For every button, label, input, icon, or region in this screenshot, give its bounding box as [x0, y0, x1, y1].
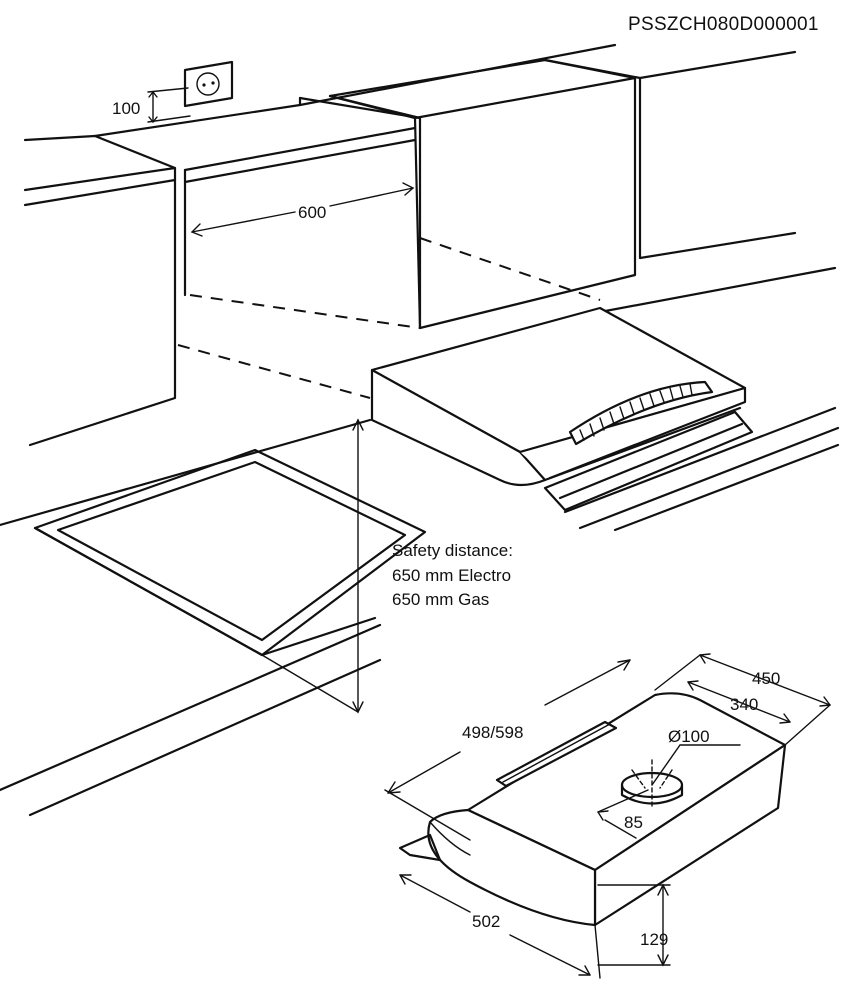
gap-width-dimension: [190, 182, 415, 237]
wall-cabinets: [0, 43, 840, 532]
cooktop: [0, 448, 427, 817]
hood-dimension-lines: [384, 653, 831, 979]
dim-width: 498/598: [462, 723, 523, 742]
dim-depth-inner: 340: [730, 695, 758, 714]
safety-gas: 650 mm Gas: [392, 590, 489, 609]
dim-duct-offset: 85: [624, 813, 643, 832]
power-socket: [147, 60, 234, 124]
gap-width-label: 600: [298, 203, 326, 222]
safety-electro: 650 mm Electro: [392, 566, 511, 585]
diagram-code: PSSZCH080D000001: [628, 14, 819, 35]
installed-hood: [370, 306, 754, 512]
hood-dimension-drawing: [398, 692, 787, 927]
dim-front-width: 502: [472, 912, 500, 931]
safety-title: Safety distance:: [392, 541, 513, 560]
dim-duct-diameter: Ø100: [668, 727, 710, 746]
safety-distance-dimension: [352, 418, 364, 714]
socket-height-label: 100: [112, 99, 140, 118]
dim-height: 129: [640, 930, 668, 949]
dim-depth-total: 450: [752, 669, 780, 688]
